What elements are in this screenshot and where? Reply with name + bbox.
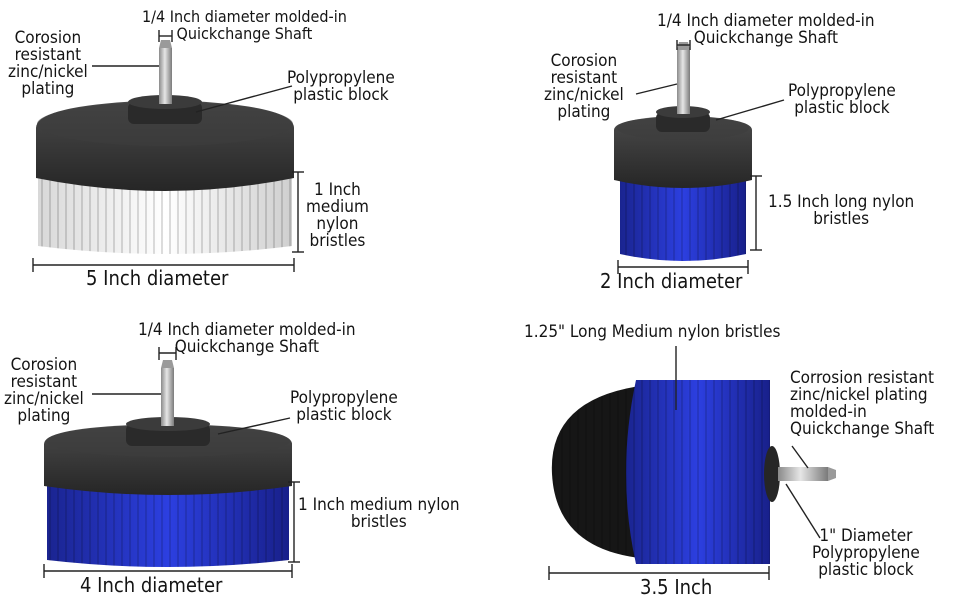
brush-5inch-white bbox=[36, 40, 294, 254]
p4-bristle-label: 1.25" Long Medium nylon bristles bbox=[524, 322, 781, 342]
p2-diameter-label: 2 Inch diameter bbox=[600, 269, 743, 293]
brush-4inch-blue bbox=[44, 360, 292, 567]
p3-dimension-lines bbox=[43, 347, 300, 578]
p1-diameter-label: 5 Inch diameter bbox=[86, 266, 229, 290]
p2-dimension-lines bbox=[617, 40, 785, 274]
p4-dimension-lines bbox=[548, 346, 821, 580]
brush-dome-3-5inch bbox=[551, 380, 836, 564]
p3-diameter-label: 4 Inch diameter bbox=[80, 573, 223, 597]
p2-shaft-label: 1/4 Inch diameter molded-in Quickchange … bbox=[657, 11, 875, 48]
p3-shaft-label: 1/4 Inch diameter molded-in Quickchange … bbox=[138, 320, 356, 357]
p1-dimension-lines bbox=[32, 30, 304, 272]
p4-size-label: 3.5 Inch bbox=[640, 575, 713, 599]
brush-2inch-blue bbox=[614, 42, 752, 261]
